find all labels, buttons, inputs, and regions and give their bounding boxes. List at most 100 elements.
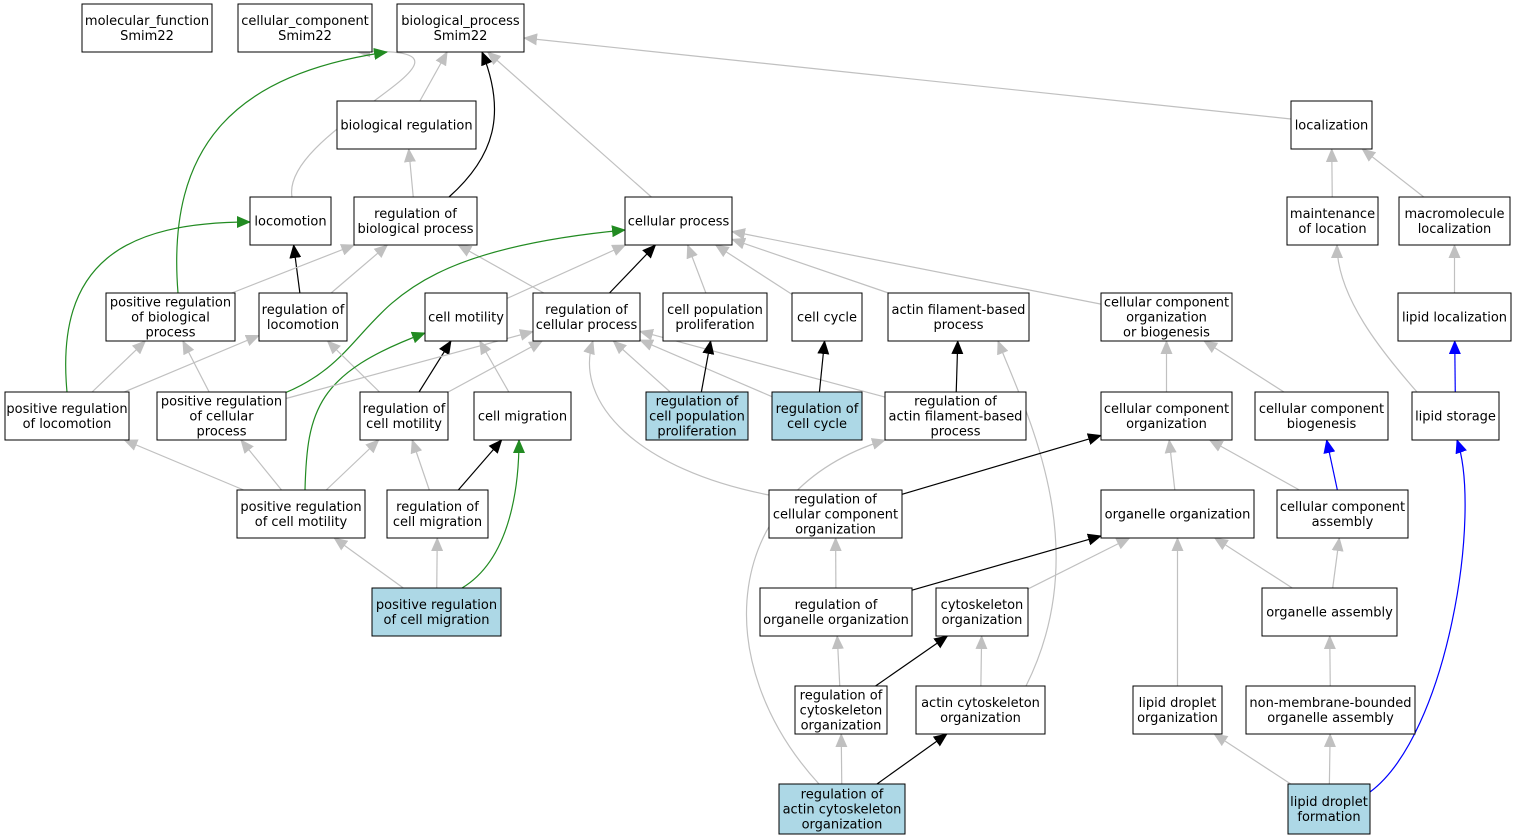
go-term-node-organelleassembly[interactable]: organelle assembly — [1261, 587, 1398, 637]
edge-positively-regulates-posregcellmotility-to-cellmotility — [304, 331, 426, 491]
edge-is-a-actincytoskelorg-to-actinfil — [997, 340, 1057, 687]
edge-is-a-maintloc-to-localization — [1325, 148, 1338, 198]
go-term-node-locomotion[interactable]: locomotion — [249, 196, 332, 246]
edge-line — [418, 340, 452, 393]
node-label-line: molecular_function — [85, 14, 209, 29]
edge-is-a-organelleassembly-to-ccassembly — [1331, 537, 1344, 589]
go-term-node-lipidstorage[interactable]: lipid storage — [1411, 391, 1500, 441]
go-term-node-cellproc[interactable]: cellular process — [624, 196, 733, 246]
node-label-line: regulation of — [776, 402, 859, 417]
node-label-line: cell motility — [428, 311, 504, 326]
node-label-line: proliferation — [657, 425, 736, 440]
edge-is-a-posregcellmotility-to-regcellmotility — [325, 439, 380, 491]
node-box — [532, 292, 641, 342]
edge-is-a-posreglocomotion-to-posregbio — [91, 340, 147, 393]
edge-is-a-ccassembly-to-ccorg — [1208, 439, 1300, 491]
edge-line — [1208, 439, 1300, 491]
node-label-line: biogenesis — [1287, 417, 1357, 432]
edge-is-a-regactincytoskelorg-to-regcytoskelorg — [835, 733, 848, 785]
node-box — [258, 292, 348, 342]
go-term-node-cellmigration[interactable]: cell migration — [473, 391, 572, 441]
node-label-line: cell migration — [478, 410, 567, 425]
edge-line — [1027, 537, 1131, 590]
go-term-node-lipidloc[interactable]: lipid localization — [1397, 292, 1512, 342]
go-term-node-bioreg[interactable]: biological regulation — [336, 100, 477, 150]
edge-positively-regulates-posregcellmigration-to-cellmigration — [461, 439, 525, 589]
go-term-node-organelleorg[interactable]: organelle organization — [1100, 489, 1255, 539]
edge-line — [276, 225, 626, 397]
node-box — [156, 391, 287, 441]
edge-line — [1361, 148, 1425, 198]
edge-is-a-ccbiogen-to-ccob — [1203, 340, 1285, 393]
edge-positively-regulates-posregbio-to-bp — [176, 47, 388, 294]
node-box — [249, 196, 332, 246]
node-label-line: of location — [1298, 222, 1366, 237]
node-label-line: positive regulation — [376, 598, 497, 613]
edge-line — [403, 148, 416, 198]
node-label-line: regulation of — [914, 395, 997, 410]
node-layer: molecular_functionSmim22cellular_compone… — [4, 3, 1512, 835]
edge-line — [609, 244, 657, 294]
edge-line — [639, 328, 886, 398]
node-label-line: formation — [1297, 810, 1360, 825]
edge-line — [447, 340, 544, 393]
edge-is-a-regccorg-to-regcellproc — [583, 340, 770, 496]
node-label-line: Smim22 — [278, 29, 332, 44]
node-label-line: lipid storage — [1415, 410, 1496, 425]
edge-line — [745, 438, 886, 785]
edge-line — [330, 244, 389, 294]
edge-line — [123, 334, 260, 393]
go-term-node-localization[interactable]: localization — [1290, 100, 1373, 150]
go-term-node-cellmotility[interactable]: cell motility — [424, 292, 508, 342]
node-box — [624, 196, 733, 246]
node-box — [935, 587, 1029, 637]
node-label-line: cell population — [667, 303, 763, 318]
edge-is-a-posregcellmotility-to-posregcellproc — [240, 439, 282, 491]
node-label-line: proliferation — [675, 318, 754, 333]
edge-line — [1369, 439, 1467, 793]
node-box — [915, 685, 1046, 735]
edge-part-of-ccassembly-to-ccbiogen — [1323, 439, 1338, 491]
edge-is-a-cellcycle-to-cellproc — [714, 244, 793, 295]
node-label-line: organelle assembly — [1267, 711, 1394, 726]
edge-line — [1323, 733, 1336, 785]
node-label-line: cytoskeleton — [941, 598, 1024, 613]
edge-line — [1323, 439, 1338, 491]
go-term-node-cellcycle[interactable]: cell cycle — [791, 292, 863, 342]
node-box — [396, 3, 525, 53]
